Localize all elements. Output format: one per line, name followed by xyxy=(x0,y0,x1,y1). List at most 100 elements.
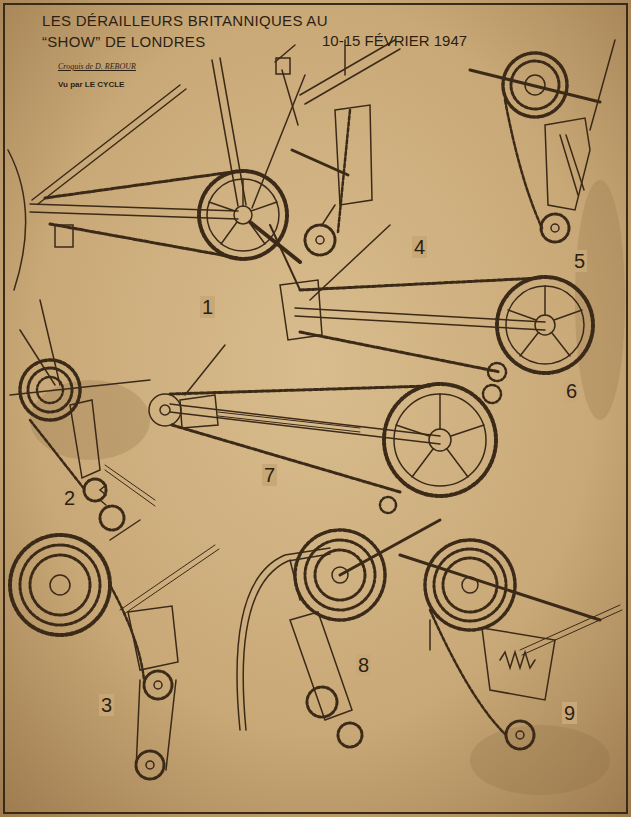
illustration-stroke xyxy=(136,680,140,770)
illustration-stroke xyxy=(172,425,400,492)
illustration-stroke xyxy=(451,425,484,436)
illustration-stroke xyxy=(10,535,110,635)
illustration-stroke xyxy=(307,687,337,717)
illustration-stroke xyxy=(100,480,106,505)
callout-number: 3 xyxy=(99,694,114,716)
illustration-stroke xyxy=(30,180,625,795)
illustration-stroke xyxy=(590,40,615,130)
illustration-stroke xyxy=(270,225,300,290)
illustration-stroke xyxy=(545,118,590,210)
illustration-stroke xyxy=(170,404,440,436)
illustration-stroke xyxy=(516,731,524,739)
illustration-stroke xyxy=(497,277,593,373)
illustration-stroke xyxy=(503,53,567,117)
illustration-stroke xyxy=(221,222,237,244)
illustration-stroke xyxy=(525,75,545,95)
illustration-stroke xyxy=(160,405,170,415)
illustration-stroke xyxy=(554,310,582,320)
illustration-stroke xyxy=(322,205,335,225)
callout-number: 8 xyxy=(356,654,371,676)
illustration-stroke xyxy=(300,332,500,372)
illustration-stroke xyxy=(100,506,124,530)
illustration-stroke xyxy=(243,554,330,730)
illustration-stroke xyxy=(20,545,100,625)
credit-text: Croquis de D. REBOUR xyxy=(58,62,136,71)
illustration-stroke xyxy=(166,680,176,770)
illustration-stroke xyxy=(280,280,322,340)
illustration-stroke xyxy=(470,70,600,102)
illustration-stroke xyxy=(218,412,360,428)
illustration-stroke xyxy=(566,135,584,190)
illustration-stroke xyxy=(4,4,627,813)
illustration-stroke xyxy=(110,585,144,680)
illustration-stroke xyxy=(218,416,360,432)
illustration-stroke xyxy=(124,549,219,614)
illustration-stroke xyxy=(520,333,538,356)
illustration-stroke xyxy=(425,540,515,630)
illustration-stroke xyxy=(37,377,63,403)
callout-number: 1 xyxy=(200,296,215,318)
illustration-stroke xyxy=(38,89,186,204)
illustration-stroke xyxy=(30,420,85,490)
illustration-stroke xyxy=(483,385,501,403)
illustration-stroke xyxy=(144,671,172,699)
illustration-stroke xyxy=(290,612,352,720)
illustration-stroke xyxy=(384,384,496,496)
illustration-stroke xyxy=(250,222,300,262)
illustration-stroke xyxy=(575,180,625,420)
illustration-stroke xyxy=(212,60,238,206)
illustration-stroke xyxy=(149,394,181,426)
illustration-stroke xyxy=(396,425,429,436)
illustration-stroke xyxy=(252,75,305,208)
illustration-stroke xyxy=(552,333,570,356)
callout-number: 5 xyxy=(572,250,587,272)
illustration-stroke xyxy=(295,316,545,330)
callout-number: 2 xyxy=(62,487,77,509)
illustration-stroke xyxy=(447,449,468,477)
illustration-stroke xyxy=(105,465,155,500)
illustration-stroke xyxy=(292,150,348,175)
illustration-stroke xyxy=(505,100,542,228)
illustration-stroke xyxy=(180,395,218,428)
illustration-stroke xyxy=(506,721,534,749)
illustration-stroke xyxy=(338,110,350,232)
illustration-stroke xyxy=(154,681,162,689)
illustration-stroke xyxy=(40,300,60,385)
illustration-stroke xyxy=(340,520,440,575)
callout-number: 4 xyxy=(412,236,427,258)
illustration-stroke xyxy=(275,45,295,62)
illustration-stroke xyxy=(185,345,225,395)
illustration-stroke xyxy=(128,606,178,670)
illustration-stroke xyxy=(511,61,559,109)
illustration-stroke xyxy=(251,202,277,211)
illustration-stroke xyxy=(310,225,390,300)
illustration-stroke xyxy=(520,605,620,650)
poster-title: LES DÉRAILLEURS BRITANNIQUES AU “SHOW” D… xyxy=(42,10,342,52)
illustration-stroke xyxy=(8,150,26,290)
illustration-stroke xyxy=(136,751,164,779)
illustration-stroke xyxy=(209,202,235,211)
illustration-stroke xyxy=(276,58,290,74)
illustration-stroke xyxy=(544,286,546,315)
illustration-stroke xyxy=(220,58,246,205)
illustration-stroke xyxy=(506,286,584,364)
illustration-stroke xyxy=(105,470,155,506)
illustration-stroke xyxy=(30,555,90,615)
illustration-stroke xyxy=(282,70,298,125)
illustration-stroke xyxy=(237,548,330,730)
callout-number: 7 xyxy=(262,464,277,486)
illustration-stroke xyxy=(70,400,100,478)
illustration-stroke xyxy=(439,394,441,429)
illustration-stroke xyxy=(508,310,536,320)
illustration-stroke xyxy=(290,560,300,600)
illustration-stroke xyxy=(429,620,431,650)
illustration-stroke xyxy=(8,40,622,779)
illustration-stroke xyxy=(541,214,569,242)
illustration-stroke xyxy=(146,761,154,769)
illustration-stroke xyxy=(394,394,486,486)
illustration-stroke xyxy=(170,386,430,394)
illustration-stroke xyxy=(335,105,372,205)
